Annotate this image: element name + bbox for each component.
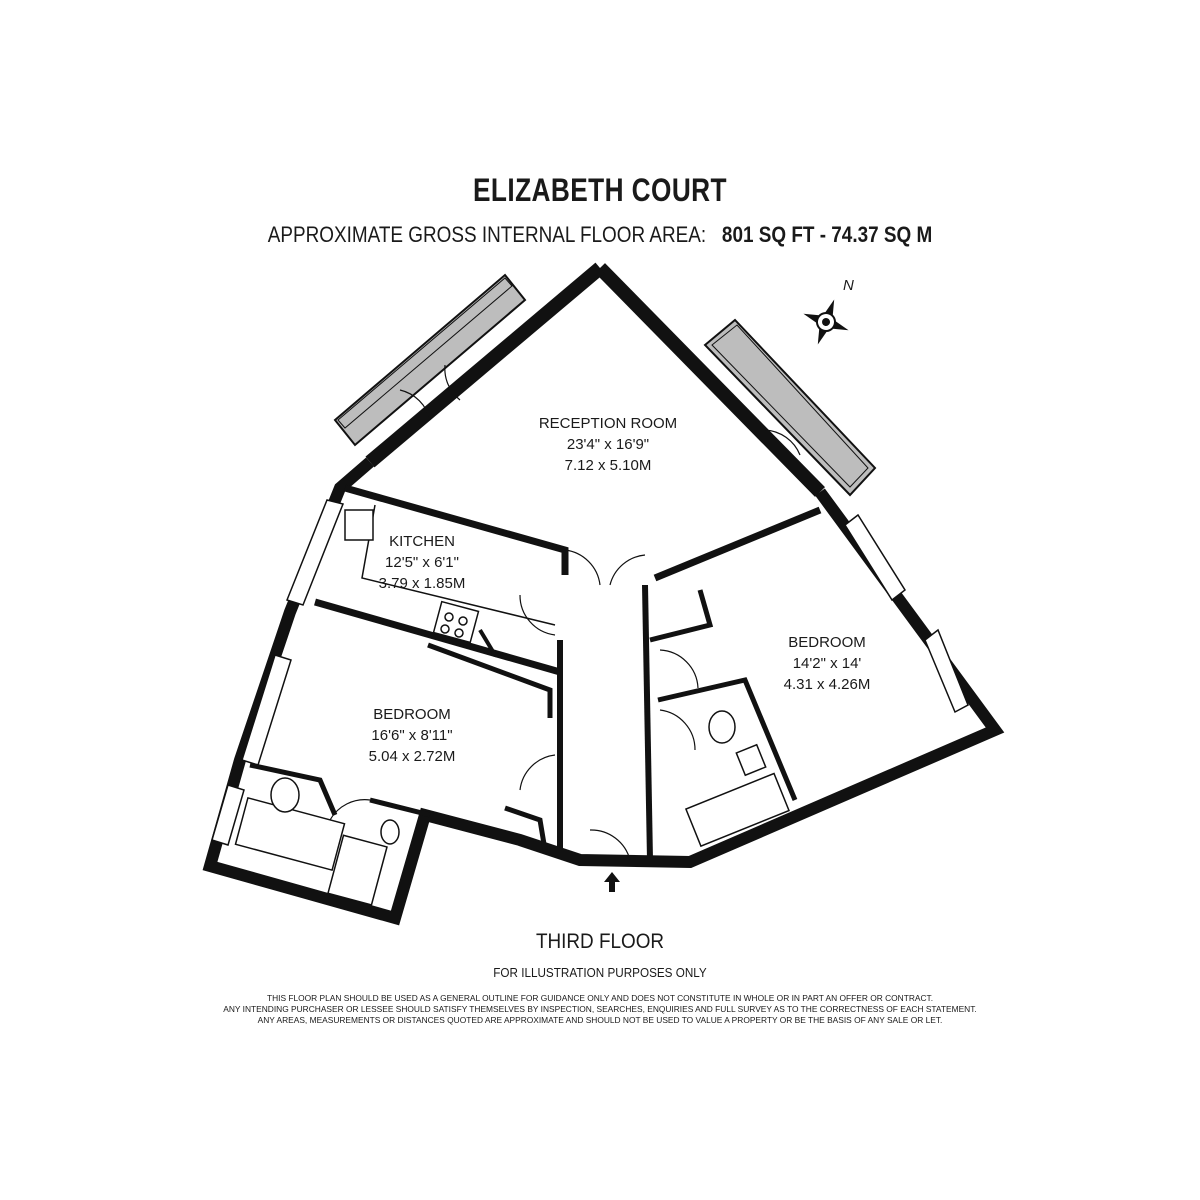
bath-icon — [234, 796, 346, 872]
disclaimer-line: ANY AREAS, MEASUREMENTS OR DISTANCES QUO… — [257, 1015, 943, 1025]
bathroom-right-fittings — [684, 710, 790, 848]
room-name: BEDROOM — [788, 634, 866, 651]
room-name: RECEPTION ROOM — [539, 415, 677, 432]
plan-title: ELIZABETH COURT — [473, 172, 727, 208]
windows — [211, 499, 969, 846]
room-imperial: 16'6" x 8'11" — [371, 727, 452, 744]
shower-icon — [327, 834, 388, 906]
room-imperial: 14'2" x 14' — [793, 655, 862, 672]
doors — [329, 364, 801, 861]
floor-area-value: 801 SQ FT - 74.37 SQ M — [721, 222, 933, 247]
compass-north-label: N — [843, 277, 854, 294]
room-name: BEDROOM — [373, 706, 451, 723]
basin-icon — [380, 819, 400, 845]
room-bedroom-left: BEDROOM 16'6" x 8'11" 5.04 x 2.72M — [369, 706, 456, 765]
kitchen-sink-icon — [344, 509, 374, 541]
kitchen-fittings — [344, 504, 556, 644]
disclaimer-line: ANY INTENDING PURCHASER OR LESSEE SHOULD… — [223, 1004, 977, 1014]
room-name: KITCHEN — [389, 533, 455, 550]
compass-icon — [803, 299, 849, 345]
room-metric: 4.31 x 4.26M — [784, 676, 871, 693]
room-reception: RECEPTION ROOM 23'4" x 16'9" 7.12 x 5.10… — [539, 415, 677, 474]
room-metric: 5.04 x 2.72M — [369, 748, 456, 765]
room-metric: 3.79 x 1.85M — [379, 575, 466, 592]
disclaimer-line: THIS FLOOR PLAN SHOULD BE USED AS A GENE… — [266, 993, 934, 1003]
room-metric: 7.12 x 5.10M — [565, 457, 652, 474]
interior-walls — [249, 484, 822, 861]
balcony-left — [333, 273, 527, 447]
room-imperial: 12'5" x 6'1" — [385, 554, 459, 571]
floor-area-prefix: APPROXIMATE GROSS INTERNAL FLOOR AREA: — [267, 222, 707, 247]
bathroom-left-fittings — [234, 777, 400, 906]
room-bedroom-right: BEDROOM 14'2" x 14' 4.31 x 4.26M — [784, 634, 871, 693]
toilet-icon — [270, 777, 300, 813]
entrance-arrow-icon — [604, 872, 620, 892]
floor-area-line: APPROXIMATE GROSS INTERNAL FLOOR AREA: 8… — [84, 222, 1116, 248]
room-kitchen: KITCHEN 12'5" x 6'1" 3.79 x 1.85M — [379, 533, 466, 592]
illustration-note: FOR ILLUSTRATION PURPOSES ONLY — [493, 965, 707, 980]
bath-icon-right — [684, 772, 790, 848]
room-imperial: 23'4" x 16'9" — [567, 436, 649, 453]
basin-icon-right — [735, 743, 767, 777]
disclaimer: THIS FLOOR PLAN SHOULD BE USED AS A GENE… — [0, 993, 1200, 1026]
balcony-right — [703, 318, 877, 497]
floor-name: THIRD FLOOR — [535, 930, 665, 953]
toilet-icon-right — [708, 710, 736, 744]
